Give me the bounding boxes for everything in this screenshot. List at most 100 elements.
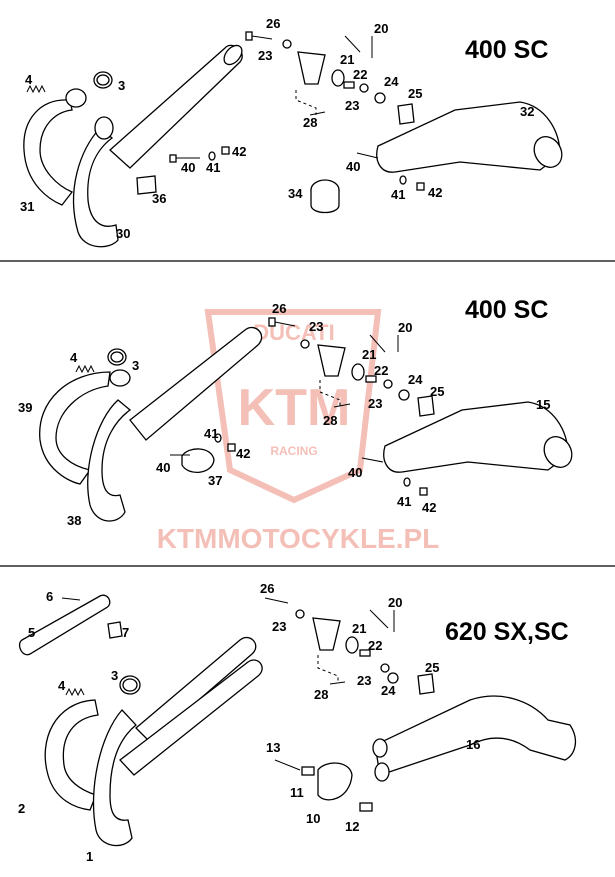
spring-4 <box>75 364 95 374</box>
label-31: 31 <box>20 199 34 214</box>
bushing-21 <box>351 363 365 381</box>
bolt-26 <box>264 597 289 604</box>
section-1-labels: 26 20 23 21 22 24 23 25 32 4 3 28 40 41 … <box>20 16 534 241</box>
sleeve-36 <box>136 175 157 195</box>
label-26: 26 <box>260 581 274 596</box>
silencer-15 <box>383 401 569 473</box>
washer-24 <box>387 672 399 684</box>
spacer-22 <box>359 649 371 657</box>
label-40: 40 <box>156 460 170 475</box>
bolt-6 <box>61 597 81 601</box>
label-41: 41 <box>206 160 220 175</box>
label-4: 4 <box>70 350 78 365</box>
bolt-40 <box>361 457 384 463</box>
section-2-title: 400 SC <box>465 296 548 324</box>
bushing-21 <box>331 69 345 87</box>
label-13: 13 <box>266 740 280 755</box>
label-24: 24 <box>384 74 399 89</box>
label-15: 15 <box>536 397 550 412</box>
label-21: 21 <box>340 52 354 67</box>
nut-42 <box>227 443 236 452</box>
header-pipe-1 <box>92 709 137 847</box>
watermark-logo-mid: KTM <box>238 379 351 437</box>
label-3: 3 <box>111 668 118 683</box>
leader <box>369 334 386 353</box>
label-6: 6 <box>46 589 53 604</box>
label-34: 34 <box>288 186 303 201</box>
bolt-40 <box>356 152 379 159</box>
label-26: 26 <box>272 301 286 316</box>
pipe-end <box>223 44 243 66</box>
clamp-37 <box>181 448 215 473</box>
label-22: 22 <box>368 638 382 653</box>
spring-4 <box>26 84 46 94</box>
label-2: 2 <box>18 801 25 816</box>
clip-25 <box>417 395 435 417</box>
bolt-26 <box>251 35 273 40</box>
bolt-28 <box>329 681 346 685</box>
washer-23 <box>300 339 310 349</box>
pipe-end <box>109 369 131 387</box>
label-16: 16 <box>466 737 480 752</box>
dashed-guide <box>319 380 341 406</box>
washer-24 <box>398 389 410 401</box>
label-5: 5 <box>28 625 35 640</box>
label-42b: 42 <box>428 185 442 200</box>
bolt-40-head <box>169 154 177 163</box>
dashed-guide <box>295 90 317 115</box>
watermark-site: KTMMOTOCYKLE.PL <box>157 523 440 554</box>
dashed-guide <box>317 655 339 682</box>
label-4: 4 <box>25 72 33 87</box>
spacer-22 <box>365 375 377 383</box>
label-22: 22 <box>353 67 367 82</box>
mid-pipe <box>129 326 263 441</box>
label-10: 10 <box>306 811 320 826</box>
section-3-labels: 6 26 20 5 7 23 21 22 4 3 28 23 24 25 2 1… <box>18 581 480 864</box>
label-24: 24 <box>381 683 396 698</box>
bracket-20 <box>317 344 346 377</box>
washer-23 <box>359 83 369 93</box>
label-28: 28 <box>314 687 328 702</box>
section-2-parts <box>39 317 573 522</box>
label-7: 7 <box>122 625 129 640</box>
label-21: 21 <box>362 347 376 362</box>
bushing-21 <box>345 636 359 654</box>
washer-23 <box>383 379 393 389</box>
label-20: 20 <box>398 320 412 335</box>
mid-pipe <box>135 636 257 743</box>
washer-23 <box>282 39 292 49</box>
label-23b: 23 <box>345 98 359 113</box>
label-3: 3 <box>118 78 125 93</box>
label-26: 26 <box>266 16 280 31</box>
label-40: 40 <box>181 160 195 175</box>
header-pipe-31 <box>23 99 74 206</box>
label-24: 24 <box>408 372 423 387</box>
watermark-logo-sub: RACING <box>270 444 317 458</box>
label-41b: 41 <box>391 187 405 202</box>
silencer-16 <box>374 695 577 776</box>
label-23b: 23 <box>357 673 371 688</box>
washer-23 <box>295 609 305 619</box>
label-1: 1 <box>86 849 93 864</box>
spacer-22 <box>343 81 355 89</box>
label-41b: 41 <box>397 494 411 509</box>
nut-42 <box>419 487 428 496</box>
section-3-parts <box>18 594 577 847</box>
bracket-20 <box>297 51 326 85</box>
label-28: 28 <box>323 413 337 428</box>
label-3: 3 <box>132 358 139 373</box>
bolt-28 <box>333 403 351 408</box>
label-23b: 23 <box>368 396 382 411</box>
heat-shield-5 <box>18 594 111 656</box>
washer-41 <box>399 175 407 185</box>
label-36: 36 <box>152 191 166 206</box>
watermark-logo-top: DUCATI <box>253 320 334 345</box>
section-1-parts <box>23 31 563 248</box>
clip-25 <box>397 103 415 125</box>
label-22: 22 <box>374 363 388 378</box>
label-41: 41 <box>204 426 218 441</box>
label-23: 23 <box>258 48 272 63</box>
spring-4 <box>65 687 85 697</box>
bracket-20 <box>312 617 341 651</box>
